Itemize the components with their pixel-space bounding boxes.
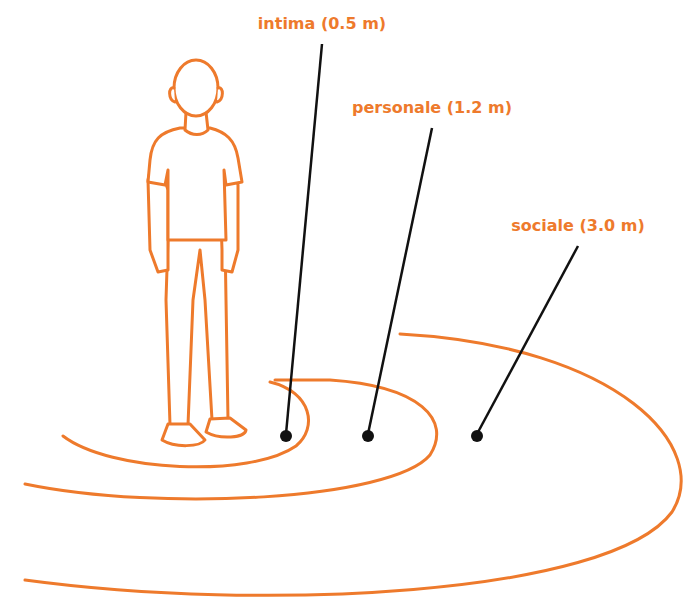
leader-line <box>286 44 322 434</box>
distance-label: personale (1.2 m) <box>352 98 512 117</box>
leader-dot <box>471 430 483 442</box>
distance-label: sociale (3.0 m) <box>511 216 644 235</box>
leader-line <box>368 128 432 434</box>
distance-label: intima (0.5 m) <box>258 14 386 33</box>
leader-dot <box>362 430 374 442</box>
social-arc <box>25 334 681 595</box>
leader-dots <box>280 430 483 442</box>
person-figure <box>148 60 246 446</box>
distance-arcs <box>25 334 681 595</box>
leader-lines <box>286 44 578 434</box>
leader-dot <box>280 430 292 442</box>
leader-line <box>477 246 578 434</box>
